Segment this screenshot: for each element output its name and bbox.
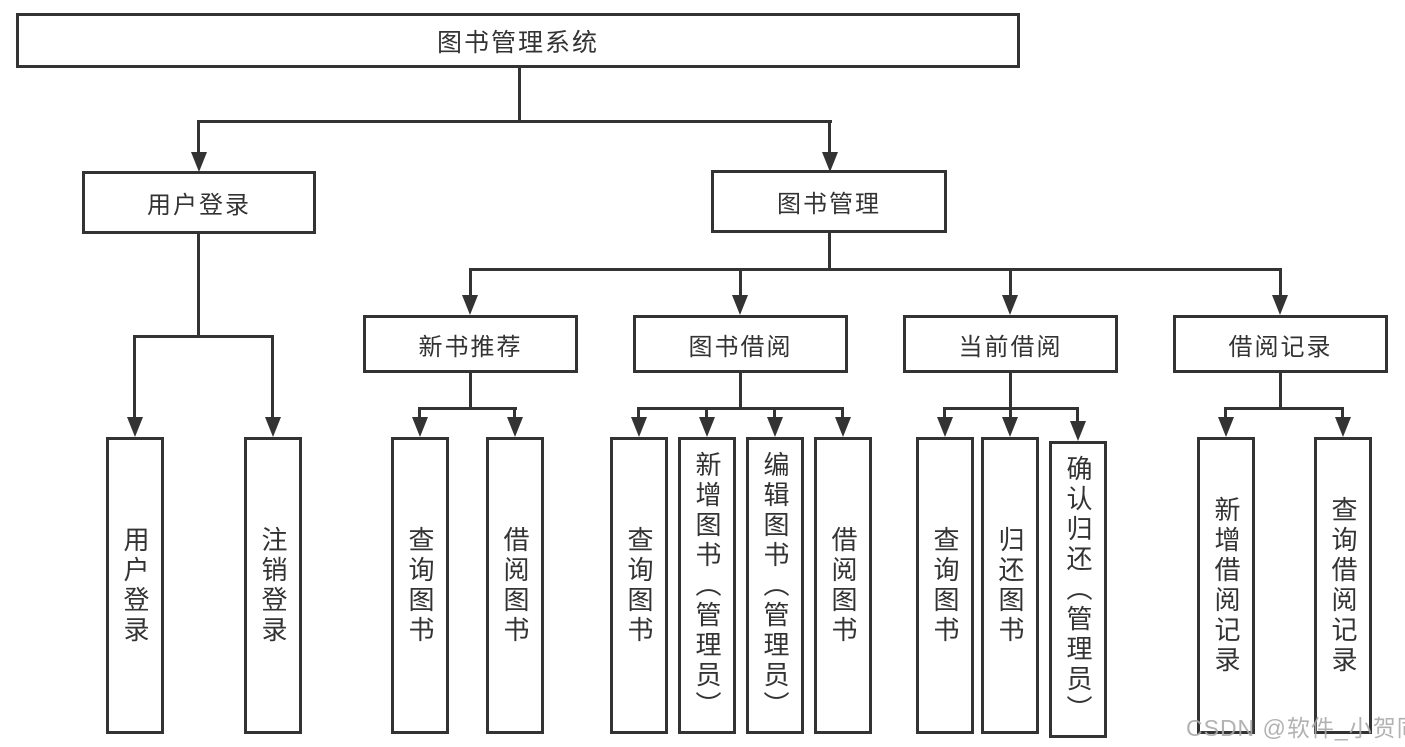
connector-book-mgmt-drop-4 xyxy=(1279,268,1282,297)
connector-root-drop-2 xyxy=(828,120,831,154)
connector-book-borrow-drop-3 xyxy=(773,407,776,419)
arrow-down-icon xyxy=(1218,417,1234,437)
arrow-down-icon xyxy=(822,152,838,172)
connector-user-login-rail xyxy=(133,335,274,338)
leaf-add-borrow-record: 新增借阅记录 xyxy=(1197,437,1255,734)
arrow-down-icon xyxy=(835,417,851,437)
leaf-add-books-admin: 新增图书（管理员） xyxy=(678,437,736,734)
connector-records-drop-2 xyxy=(1341,407,1344,419)
connector-book-borrow-drop-4 xyxy=(841,407,844,419)
connector-new-book-drop-2 xyxy=(513,407,516,419)
arrow-down-icon xyxy=(937,417,953,437)
leaf-edit-books-admin: 编辑图书（管理员） xyxy=(746,437,804,734)
node-borrow-records: 借阅记录 xyxy=(1173,315,1388,373)
arrow-down-icon xyxy=(462,295,478,315)
leaf-return-books: 归还图书 xyxy=(981,437,1039,734)
connector-records-drop-1 xyxy=(1224,407,1227,419)
node-book-management: 图书管理 xyxy=(711,170,947,233)
connector-root-stem xyxy=(518,68,521,122)
node-user-login: 用户登录 xyxy=(82,171,316,234)
arrow-down-icon xyxy=(127,417,143,437)
node-current-borrow: 当前借阅 xyxy=(903,315,1118,373)
connector-new-book-rail xyxy=(418,407,517,410)
arrow-down-icon xyxy=(191,152,207,172)
arrow-down-icon xyxy=(1002,295,1018,315)
connector-book-borrow-stem xyxy=(739,373,742,410)
connector-book-mgmt-rail xyxy=(469,268,1282,271)
csdn-watermark: CSDN @软件_小贺同学 xyxy=(1186,715,1405,741)
connector-book-mgmt-drop-3 xyxy=(1009,268,1012,297)
connector-book-mgmt-drop-2 xyxy=(739,268,742,297)
connector-book-borrow-drop-1 xyxy=(637,407,640,419)
connector-book-mgmt-stem xyxy=(828,233,831,271)
arrow-down-icon xyxy=(265,417,281,437)
connector-current-borrow-drop-3 xyxy=(1076,407,1079,423)
connector-current-borrow-drop-2 xyxy=(1009,407,1012,419)
leaf-query-books-current: 查询图书 xyxy=(916,437,974,734)
connector-book-mgmt-drop-1 xyxy=(469,268,472,297)
connector-records-stem xyxy=(1279,373,1282,410)
connector-user-login-drop-2 xyxy=(271,335,274,419)
connector-current-borrow-drop-1 xyxy=(943,407,946,419)
connector-user-login-stem xyxy=(197,234,200,337)
leaf-user-login: 用户登录 xyxy=(106,437,164,734)
connector-new-book-drop-1 xyxy=(418,407,421,419)
connector-book-borrow-drop-2 xyxy=(705,407,708,419)
node-book-borrow: 图书借阅 xyxy=(633,315,848,373)
node-new-book-recommend: 新书推荐 xyxy=(363,315,578,373)
arrow-down-icon xyxy=(699,417,715,437)
leaf-logout: 注销登录 xyxy=(244,437,302,734)
leaf-query-borrow-record: 查询借阅记录 xyxy=(1314,437,1372,734)
leaf-borrow-books: 借阅图书 xyxy=(814,437,872,734)
connector-new-book-stem xyxy=(469,373,472,410)
arrow-down-icon xyxy=(1272,295,1288,315)
connector-root-drop-1 xyxy=(197,120,200,154)
arrow-down-icon xyxy=(412,417,428,437)
arrow-down-icon xyxy=(1002,417,1018,437)
connector-root-rail xyxy=(197,120,832,123)
connector-current-borrow-stem xyxy=(1009,373,1012,410)
arrow-down-icon xyxy=(1335,417,1351,437)
leaf-query-books-recommend: 查询图书 xyxy=(391,437,449,734)
arrow-down-icon xyxy=(767,417,783,437)
arrow-down-icon xyxy=(1070,421,1086,441)
leaf-borrow-books-recommend: 借阅图书 xyxy=(486,437,544,734)
arrow-down-icon xyxy=(631,417,647,437)
leaf-confirm-return-admin: 确认归还（管理员） xyxy=(1049,441,1107,738)
connector-user-login-drop-1 xyxy=(133,335,136,419)
connector-records-rail xyxy=(1224,407,1344,410)
node-root: 图书管理系统 xyxy=(16,13,1020,68)
connector-book-borrow-rail xyxy=(637,407,844,410)
leaf-query-books-borrow: 查询图书 xyxy=(610,437,668,734)
arrow-down-icon xyxy=(507,417,523,437)
arrow-down-icon xyxy=(732,295,748,315)
